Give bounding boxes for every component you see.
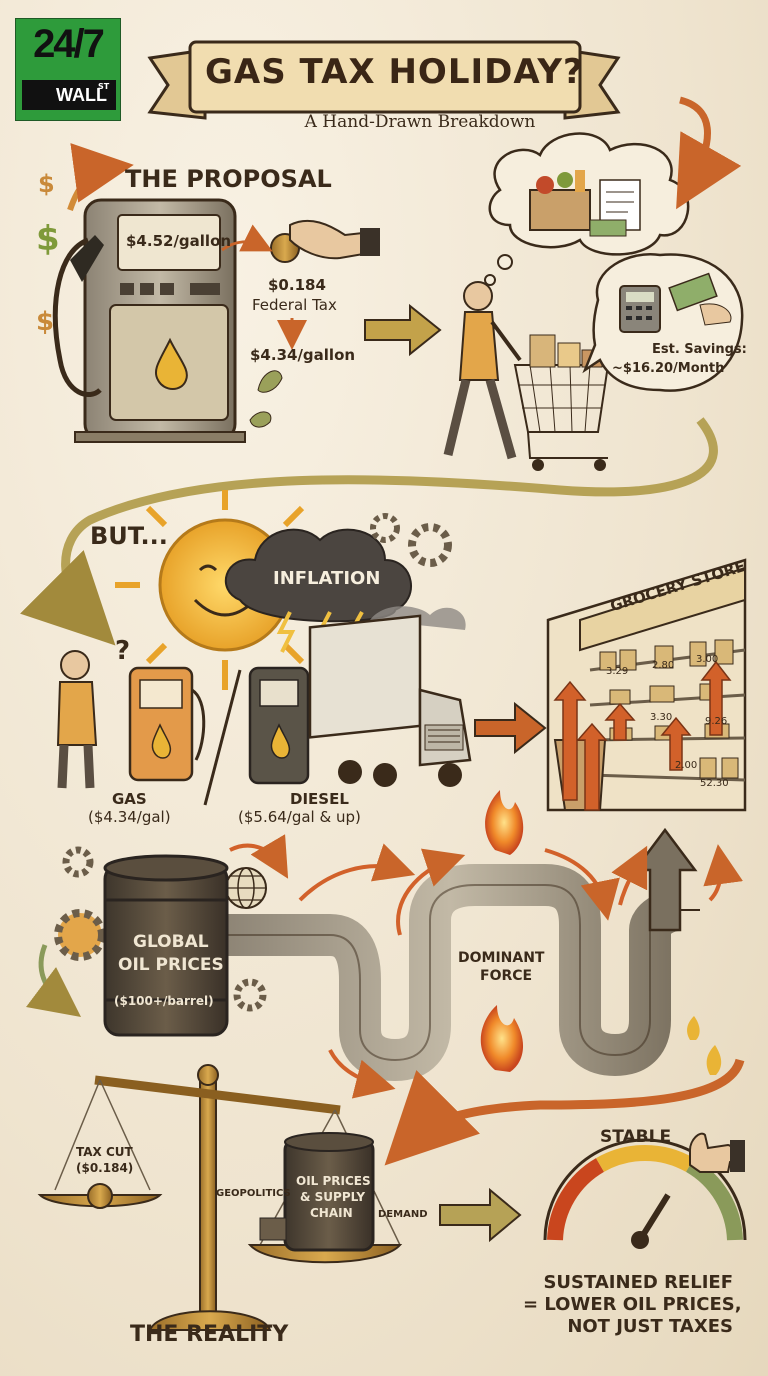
balance-scale xyxy=(37,1064,403,1331)
conclusion-line3: NOT JUST TAXES xyxy=(567,1316,733,1337)
logo-suffix: ST xyxy=(98,82,110,91)
diesel-price: ($5.64/gal & up) xyxy=(238,808,361,826)
tax-amount: $0.184 xyxy=(268,276,326,294)
oil-supply-line3: CHAIN xyxy=(310,1206,353,1220)
shelf-tag-7: 52.30 xyxy=(700,778,729,789)
title-banner xyxy=(147,40,621,120)
savings-line1: Est. Savings: xyxy=(652,342,747,357)
conclusion-line2: = LOWER OIL PRICES, xyxy=(523,1294,742,1315)
coin-hand xyxy=(221,219,380,350)
page-subtitle: A Hand-Drawn Breakdown xyxy=(304,112,536,132)
semi-truck xyxy=(308,606,472,787)
thinking-man xyxy=(56,650,98,789)
but-heading: BUT... xyxy=(90,522,168,550)
logo-name: WALL xyxy=(22,80,116,110)
curve-arrow-bottom xyxy=(384,1058,745,1166)
svg-text:$: $ xyxy=(36,307,54,337)
proposal-heading: THE PROPOSAL xyxy=(125,165,332,193)
oil-barrel-large xyxy=(103,854,229,1037)
shelf-tag-1: 3.29 xyxy=(606,666,629,677)
gas-pump-illustration xyxy=(52,198,283,443)
force-line2: FORCE xyxy=(480,968,533,984)
force-line1: DOMINANT xyxy=(458,950,545,966)
diesel-pump xyxy=(248,666,310,785)
tax-cut-line2: ($0.184) xyxy=(76,1161,134,1175)
oil-supply-line1: OIL PRICES xyxy=(296,1174,371,1188)
shelf-tag-4: 3.30 xyxy=(650,712,673,723)
conclusion-line1: SUSTAINED RELIEF xyxy=(543,1272,733,1293)
curve-arrow-middle xyxy=(20,417,718,646)
shelf-tag-3: 3.00 xyxy=(696,654,719,665)
tax-cut-line1: TAX CUT xyxy=(76,1145,133,1159)
oil-supply-line2: & SUPPLY xyxy=(300,1190,366,1204)
gas-price: ($4.34/gal) xyxy=(88,808,171,826)
savings-bubble xyxy=(582,252,744,392)
inflation-label: INFLATION xyxy=(273,568,381,589)
shelf-tag-5: 9.26 xyxy=(705,716,728,727)
barrel-label-line1: GLOBAL xyxy=(133,932,209,952)
orange-flow-arrows xyxy=(229,834,743,1099)
pump-price: $4.52/gallon xyxy=(126,232,232,250)
arrow-to-shopper xyxy=(364,303,442,357)
grocery-store xyxy=(546,558,747,812)
dollar-doodles: $ $ $ xyxy=(36,143,134,337)
gear-icons-top xyxy=(370,513,452,567)
pipeline xyxy=(220,827,700,1082)
curve-arrow-top xyxy=(676,96,742,210)
gas-label: GAS xyxy=(112,790,147,808)
shelf-tag-6: 2.00 xyxy=(675,760,698,771)
logo-number: 24/7 xyxy=(33,22,105,66)
svg-text:$: $ xyxy=(38,170,55,198)
savings-line2: ~$16.20/Month xyxy=(612,361,725,376)
thought-cloud-groceries xyxy=(484,132,690,286)
stability-gauge xyxy=(543,1132,747,1249)
oil-barrel-small xyxy=(259,1132,375,1252)
tax-label: Federal Tax xyxy=(252,296,337,314)
new-price: $4.34/gallon xyxy=(250,346,356,364)
diesel-label: DIESEL xyxy=(290,790,349,808)
gear-icons-left xyxy=(25,846,267,1018)
barrel-price: ($100+/barrel) xyxy=(114,994,214,1008)
demand-label: DEMAND xyxy=(378,1209,428,1220)
globe-icon xyxy=(225,867,267,909)
svg-text:$: $ xyxy=(36,219,60,259)
flames xyxy=(480,790,722,1075)
barrel-label-line2: OIL PRICES xyxy=(118,955,224,975)
question-mark: ? xyxy=(115,636,131,666)
page-title: GAS TAX HOLIDAY? xyxy=(205,52,584,92)
divider-slash xyxy=(203,669,242,806)
shelf-tag-2: 2.80 xyxy=(652,660,675,671)
arrow-to-store xyxy=(474,701,547,755)
arrow-to-gauge xyxy=(439,1187,522,1243)
geopolitics-label: GEOPOLITICS xyxy=(216,1188,291,1199)
shopper-with-cart xyxy=(443,281,610,471)
reality-heading: THE REALITY xyxy=(130,1322,289,1347)
gas-pump-orange xyxy=(128,666,206,782)
stable-label: STABLE xyxy=(600,1127,672,1147)
